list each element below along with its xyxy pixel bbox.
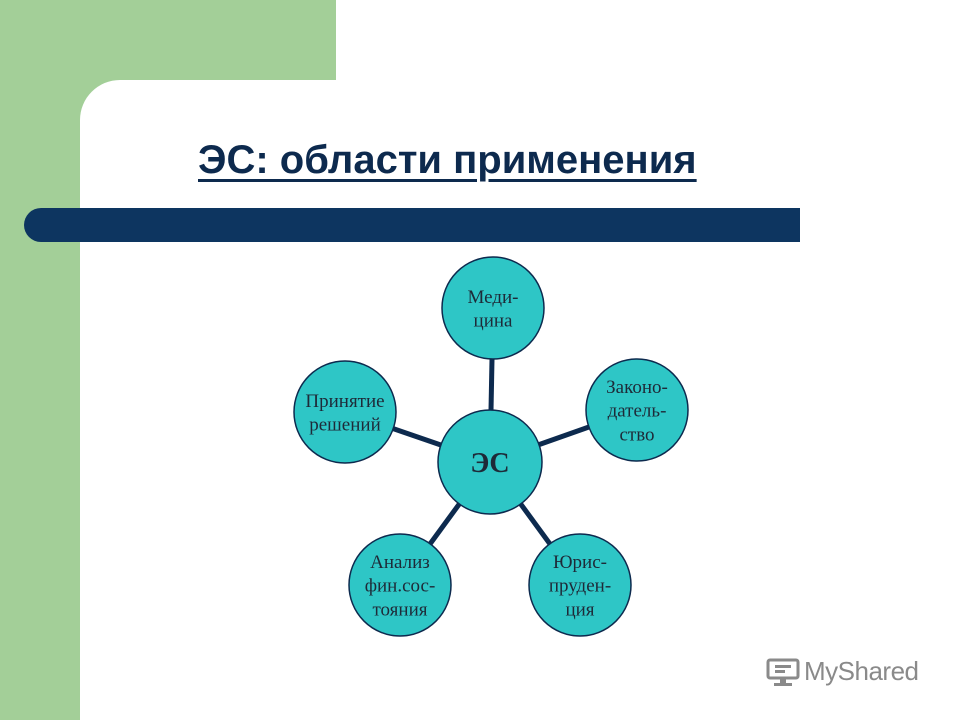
node-jurisprudence-label-line-2: пруден- (549, 576, 611, 597)
node-financial-analysis-label-line-1: Анализ (370, 552, 430, 573)
white-content-panel (80, 80, 960, 720)
connector-decision-making (392, 426, 442, 448)
connector-legislation (538, 424, 590, 448)
connectors (392, 358, 590, 546)
node-legislation-label-line-2: датель- (608, 401, 667, 422)
node-legislation-label-line-3: ство (619, 424, 654, 445)
node-center: ЭС (437, 409, 543, 515)
slide-title: ЭС: области применения (198, 138, 697, 182)
node-jurisprudence: Юрис-пруден-ция (528, 533, 632, 637)
title-underline-bar (24, 208, 800, 242)
node-medicine: Меди-цина (441, 256, 545, 360)
watermark: MyShared (766, 656, 919, 687)
node-decision-making: Принятие решений (293, 360, 397, 464)
node-center-circle (437, 409, 543, 515)
watermark-text: MyShared (804, 656, 919, 686)
connector-jurisprudence (518, 502, 552, 546)
connector-financial-analysis (428, 502, 462, 546)
node-financial-analysis: Анализ фин.сос-тояния (348, 533, 452, 637)
node-center-label-line-1: ЭС (470, 448, 509, 479)
node-medicine-label-line-2: цина (474, 311, 514, 332)
node-legislation-circle (585, 358, 689, 462)
node-financial-analysis-circle (348, 533, 452, 637)
diagram-nodes: Меди-цинаЗаконо-датель-ствоЮрис-пруден-ц… (293, 256, 689, 637)
node-jurisprudence-circle (528, 533, 632, 637)
node-decision-making-label-line-1: Принятие (305, 391, 384, 412)
node-jurisprudence-label-line-3: ция (565, 599, 594, 620)
node-financial-analysis-label-line-2: фин.сос- (365, 576, 436, 597)
node-medicine-circle (441, 256, 545, 360)
node-jurisprudence-label-line-1: Юрис- (553, 552, 607, 573)
node-legislation-label-line-1: Законо- (606, 377, 668, 398)
connector-medicine (488, 358, 495, 411)
node-legislation: Законо-датель-ство (585, 358, 689, 462)
node-decision-making-circle (293, 360, 397, 464)
node-decision-making-label-line-2: решений (309, 415, 381, 436)
myshared-logo-icon (766, 658, 800, 686)
node-medicine-label-line-1: Меди- (468, 287, 519, 308)
node-financial-analysis-label-line-3: тояния (372, 599, 427, 620)
